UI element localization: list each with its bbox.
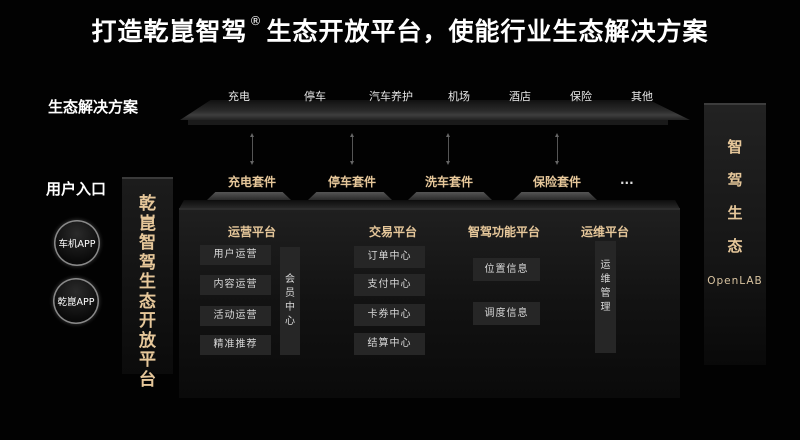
kit-plate bbox=[408, 192, 492, 200]
ecosystem-label: 智 驾 生 态 OpenLAB bbox=[704, 105, 766, 298]
solution-item: 汽车养护 bbox=[369, 90, 413, 103]
solutions-plate-edge bbox=[188, 120, 668, 125]
pillar-char: 崑 bbox=[139, 213, 156, 234]
pillar-char: 台 bbox=[139, 369, 156, 390]
solution-item: 充电 bbox=[228, 90, 250, 103]
qiankun-app-button[interactable]: 乾崑APP bbox=[53, 278, 99, 324]
solution-item: 保险 bbox=[570, 90, 592, 103]
main-panel-top bbox=[179, 200, 680, 209]
vbox-char: 会 bbox=[285, 274, 295, 285]
double-arrow-icon bbox=[446, 133, 450, 165]
open-platform-label: 乾 崑 智 驾 生 态 开 放 平 台 bbox=[122, 179, 173, 390]
settlement-center-box: 结算中心 bbox=[354, 333, 425, 355]
user-entry-label: 用户入口 bbox=[46, 180, 107, 198]
double-arrow-icon bbox=[350, 133, 354, 165]
vbox-char: 理 bbox=[600, 302, 611, 313]
pillar-char: 智 bbox=[139, 233, 156, 253]
registered-mark: ® bbox=[249, 14, 263, 28]
kit-more: ... bbox=[620, 173, 634, 187]
pillar-char: 驾 bbox=[139, 252, 156, 273]
double-arrow-icon bbox=[555, 133, 559, 165]
location-info-box: 位置信息 bbox=[473, 258, 540, 281]
kit-label: 保险套件 bbox=[533, 175, 582, 189]
member-center-box: 会 员 中 心 bbox=[280, 247, 300, 355]
solutions-plate bbox=[180, 90, 690, 130]
coupon-center-box: 卡券中心 bbox=[354, 304, 425, 326]
payment-center-box: 支付中心 bbox=[354, 274, 425, 296]
qiankun-app-label: 乾崑APP bbox=[57, 297, 95, 308]
vbox-char: 员 bbox=[285, 288, 295, 299]
openlab-label: OpenLAB bbox=[707, 275, 763, 287]
vbox-char: 运 bbox=[600, 260, 611, 271]
pillar-char: 平 bbox=[139, 350, 156, 370]
pillar-char: 态 bbox=[139, 291, 156, 312]
smart-driving-platform-title: 智驾功能平台 bbox=[468, 225, 541, 239]
vbox-char: 中 bbox=[285, 302, 295, 313]
pillar-char: 生 bbox=[727, 204, 743, 222]
solution-item: 其他 bbox=[631, 90, 653, 103]
vbox-char: 心 bbox=[285, 316, 295, 327]
solution-item: 停车 bbox=[304, 90, 326, 103]
vbox-char: 管 bbox=[600, 288, 611, 299]
car-app-button[interactable]: 车机APP bbox=[54, 220, 100, 266]
car-app-label: 车机APP bbox=[58, 239, 96, 250]
pillar-char: 乾 bbox=[139, 194, 156, 214]
pillar-char: 智 bbox=[727, 138, 743, 156]
vbox-char: 维 bbox=[600, 274, 611, 285]
solutions-label: 生态解决方案 bbox=[48, 98, 139, 116]
double-arrow-icon bbox=[250, 133, 254, 165]
user-operation-box: 用户运营 bbox=[200, 245, 271, 265]
pillar-char: 生 bbox=[139, 272, 156, 292]
pillar-char: 放 bbox=[139, 330, 156, 351]
ops-platform-title: 运维平台 bbox=[581, 225, 630, 239]
dispatch-info-box: 调度信息 bbox=[473, 302, 540, 325]
pillar-char: 驾 bbox=[727, 171, 743, 189]
page-title: 打造乾崑智驾®生态开放平台，使能行业生态解决方案 bbox=[0, 12, 800, 48]
solutions-plate-slab bbox=[180, 100, 690, 120]
order-center-box: 订单中心 bbox=[354, 246, 425, 268]
kit-plate bbox=[207, 192, 291, 200]
title-part-2: 生态开放平台，使能行业生态解决方案 bbox=[266, 17, 709, 46]
solution-item: 酒店 bbox=[509, 90, 531, 103]
open-platform-pillar: 乾 崑 智 驾 生 态 开 放 平 台 bbox=[122, 177, 173, 389]
ecosystem-pillar: 智 驾 生 态 OpenLAB bbox=[704, 103, 766, 365]
kit-label: 停车套件 bbox=[328, 175, 377, 189]
content-operation-box: 内容运营 bbox=[200, 275, 271, 295]
solution-item: 机场 bbox=[448, 90, 470, 103]
title-part-1: 打造乾崑智驾 bbox=[91, 17, 248, 46]
kit-label: 充电套件 bbox=[228, 175, 277, 189]
pillar-char: 态 bbox=[727, 237, 743, 255]
trade-platform-title: 交易平台 bbox=[369, 225, 418, 239]
activity-operation-box: 活动运营 bbox=[200, 306, 271, 326]
kit-plate bbox=[513, 192, 597, 200]
pillar-char: 开 bbox=[139, 311, 156, 331]
operation-platform-title: 运营平台 bbox=[228, 225, 277, 239]
kit-plate bbox=[308, 192, 392, 200]
ops-management-box: 运 维 管 理 bbox=[595, 241, 616, 353]
precision-recommend-box: 精准推荐 bbox=[200, 335, 271, 355]
kit-label: 洗车套件 bbox=[425, 175, 474, 189]
